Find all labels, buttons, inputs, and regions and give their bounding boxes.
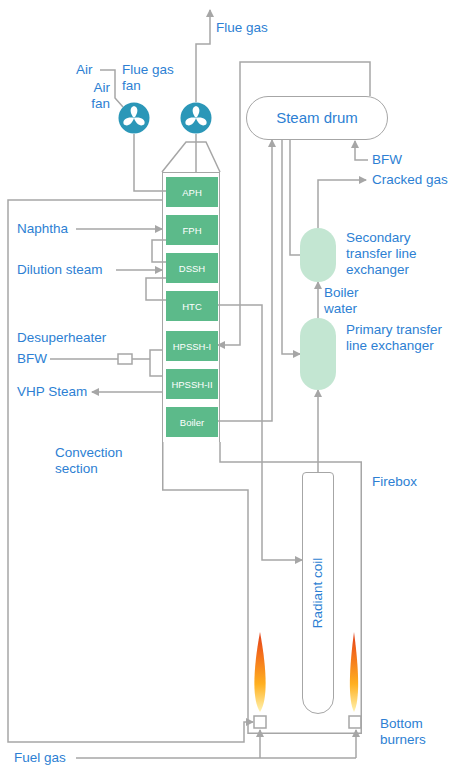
node-label: HPSSH-I xyxy=(173,341,212,352)
stream-label: BFW xyxy=(372,152,412,168)
node-label: Flue gas fan xyxy=(122,62,178,94)
fan-symbol xyxy=(118,102,150,134)
convection-hood xyxy=(162,142,220,172)
radiant-coil: Radiant coil xyxy=(302,472,334,714)
bfw-line xyxy=(50,358,118,360)
bfw-drum-line xyxy=(355,141,368,160)
pipe-connector xyxy=(317,282,319,318)
stream-label: Cracked gas xyxy=(372,172,464,188)
stream-label: Fuel gas xyxy=(14,750,76,766)
node-label: Firebox xyxy=(372,474,452,490)
node-label: APH xyxy=(182,187,202,198)
node-label: HTC xyxy=(182,301,202,312)
burner-symbol xyxy=(254,716,266,728)
stream-label: Dilution steam xyxy=(17,262,117,278)
node-label: Boiler xyxy=(180,417,204,428)
stream-label: VHP Steam xyxy=(17,384,91,400)
desuperheater-symbol xyxy=(118,354,132,364)
pipe-connector xyxy=(146,278,166,300)
stream-label: Bottom burners xyxy=(380,716,452,748)
burner-flame xyxy=(254,632,265,712)
firebox: FireboxRadiant coil xyxy=(162,442,362,734)
coil-bank: HPSSH-I xyxy=(166,331,218,361)
fan-blade xyxy=(194,115,208,127)
edge-label: Boiler water xyxy=(324,285,374,317)
burner-symbol xyxy=(349,716,361,728)
fan-symbol xyxy=(180,102,212,134)
naphtha-line xyxy=(76,228,162,230)
stream-label: Air xyxy=(76,62,102,78)
pipe-connector xyxy=(218,140,272,421)
coil-bank: Boiler xyxy=(166,407,218,437)
transfer-line-exchanger: Secondary transfer line exchanger xyxy=(300,228,336,282)
burner-flame xyxy=(350,632,358,712)
fuel-gas-line xyxy=(76,757,356,759)
stack-line xyxy=(196,10,210,102)
fuel-gas-branch xyxy=(355,730,357,758)
preheated-air-line xyxy=(8,200,253,742)
stream-label: Desuperheater xyxy=(17,330,117,346)
fan-blade xyxy=(131,106,138,118)
node-label: Air fan xyxy=(72,80,110,112)
fan-blade xyxy=(122,115,136,127)
pipe-connector xyxy=(152,240,166,262)
fan-blade xyxy=(193,106,200,118)
air-fan: Air fan xyxy=(118,102,150,134)
node-label: Steam drum xyxy=(276,110,358,126)
node-label: HPSSH-II xyxy=(171,379,212,390)
flue-gas-fan: Flue gas fan xyxy=(180,102,212,134)
desuperheater-line xyxy=(132,350,162,376)
coil-bank: DSSH xyxy=(166,253,218,283)
node-label: Primary transfer line exchanger xyxy=(346,322,460,354)
pipe-connector xyxy=(195,134,197,172)
coil-bank: HPSSH-II xyxy=(166,369,218,399)
firebox-outline xyxy=(162,442,362,734)
pipework xyxy=(8,10,368,758)
coil-bank: HTC xyxy=(166,291,218,321)
fan-blade xyxy=(184,115,198,127)
transfer-line-exchanger: Primary transfer line exchanger xyxy=(300,318,336,390)
pipe-connector xyxy=(282,140,300,354)
stream-label: BFW xyxy=(17,351,49,367)
cracked-gas-line xyxy=(318,180,366,228)
node-label: Secondary transfer line exchanger xyxy=(346,230,460,278)
pipe-connector xyxy=(290,140,300,255)
pipe-connector xyxy=(218,305,302,560)
node-label: FPH xyxy=(183,225,202,236)
steam-drum: Steam drum xyxy=(246,96,388,140)
node-label: Convection section xyxy=(55,445,159,477)
vhp-steam-line xyxy=(92,391,162,393)
stream-label: Flue gas xyxy=(216,20,296,36)
fan-casing xyxy=(119,103,150,134)
node-label: Radiant coil xyxy=(310,558,326,629)
coil-bank: FPH xyxy=(166,215,218,245)
fan-casing xyxy=(181,103,212,134)
firebox-wall xyxy=(163,442,362,733)
stream-label: Naphtha xyxy=(17,221,77,237)
pipe-connector xyxy=(317,390,319,472)
node-label: DSSH xyxy=(179,263,205,274)
fuel-gas-branch xyxy=(259,730,261,758)
convection-section: Convection sectionAPHFPHDSSHHTCHPSSH-IHP… xyxy=(162,172,220,442)
fan-blade xyxy=(132,115,146,127)
dilution-steam-line xyxy=(116,269,162,271)
coil-bank: APH xyxy=(166,177,218,207)
